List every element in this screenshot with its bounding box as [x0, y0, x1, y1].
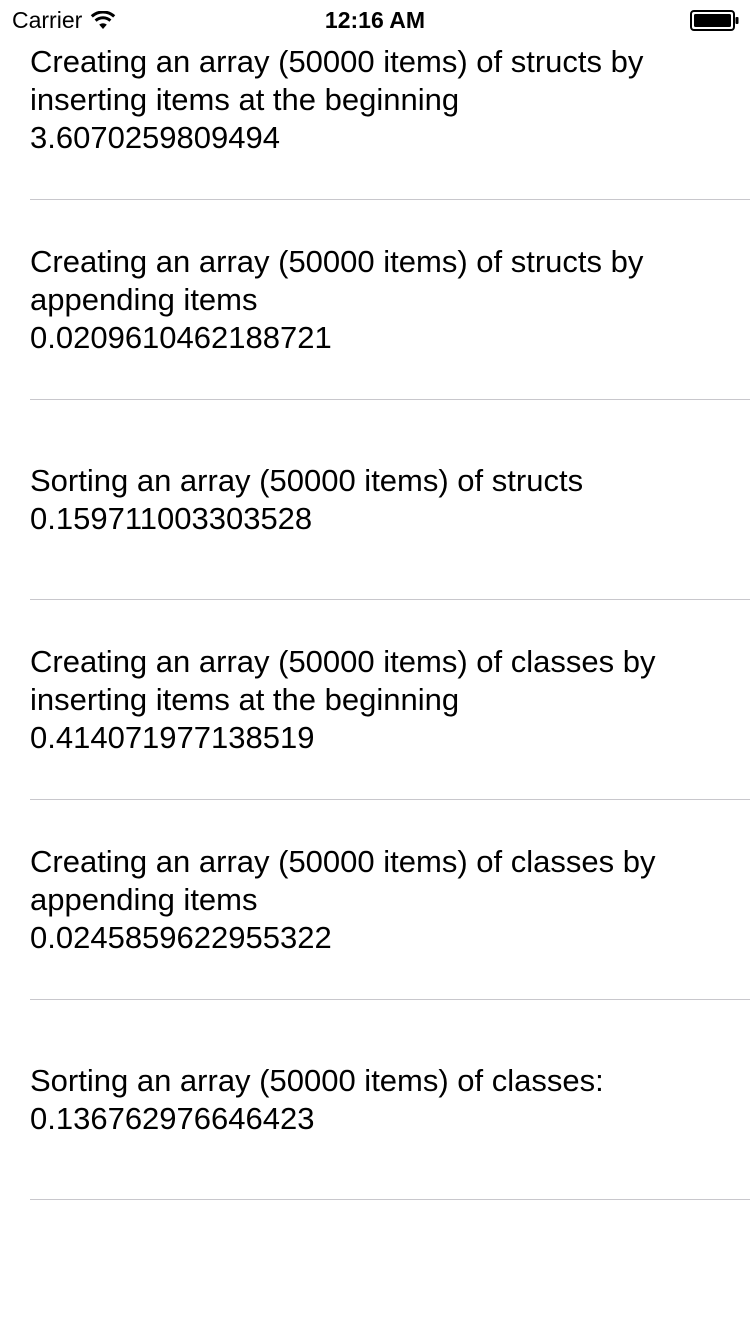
row-separator — [30, 199, 750, 200]
row-text: Sorting an array (50000 items) of struct… — [30, 462, 710, 538]
row-text: Creating an array (50000 items) of struc… — [30, 243, 710, 357]
row-description: Creating an array (50000 items) of class… — [30, 844, 656, 917]
row-text: Creating an array (50000 items) of class… — [30, 643, 710, 757]
row-value: 0.0209610462188721 — [30, 320, 332, 355]
table-row[interactable]: Creating an array (50000 items) of struc… — [0, 200, 750, 400]
row-separator — [30, 1199, 750, 1200]
table-row[interactable]: Creating an array (50000 items) of class… — [0, 800, 750, 1000]
row-value: 0.414071977138519 — [30, 720, 315, 755]
row-separator — [30, 799, 750, 800]
table-row[interactable]: Creating an array (50000 items) of class… — [0, 600, 750, 800]
status-bar: Carrier 12:16 AM — [0, 0, 750, 40]
row-value: 0.136762976646423 — [30, 1101, 315, 1136]
row-separator — [30, 599, 750, 600]
row-value: 0.159711003303528 — [30, 501, 313, 536]
row-description: Sorting an array (50000 items) of classe… — [30, 1063, 604, 1098]
row-description: Sorting an array (50000 items) of struct… — [30, 463, 584, 498]
row-separator — [30, 999, 750, 1000]
table-row[interactable]: Creating an array (50000 items) of struc… — [0, 0, 750, 200]
carrier-indicator: Carrier — [12, 7, 116, 34]
table-row[interactable]: Sorting an array (50000 items) of classe… — [0, 1000, 750, 1200]
results-table[interactable]: Creating an array (50000 items) of struc… — [0, 0, 750, 1200]
row-description: Creating an array (50000 items) of class… — [30, 644, 656, 717]
row-value: 0.0245859622955322 — [30, 920, 332, 955]
row-text: Creating an array (50000 items) of struc… — [30, 43, 710, 157]
row-separator — [30, 399, 750, 400]
row-text: Sorting an array (50000 items) of classe… — [30, 1062, 710, 1138]
row-description: Creating an array (50000 items) of struc… — [30, 244, 644, 317]
battery-icon — [690, 10, 739, 31]
status-time: 12:16 AM — [324, 7, 426, 33]
wifi-icon — [91, 10, 116, 29]
row-value: 3.6070259809494 — [30, 120, 280, 155]
row-description: Creating an array (50000 items) of struc… — [30, 44, 644, 117]
carrier-label: Carrier — [12, 7, 83, 33]
row-text: Creating an array (50000 items) of class… — [30, 843, 710, 957]
table-row[interactable]: Sorting an array (50000 items) of struct… — [0, 400, 750, 600]
